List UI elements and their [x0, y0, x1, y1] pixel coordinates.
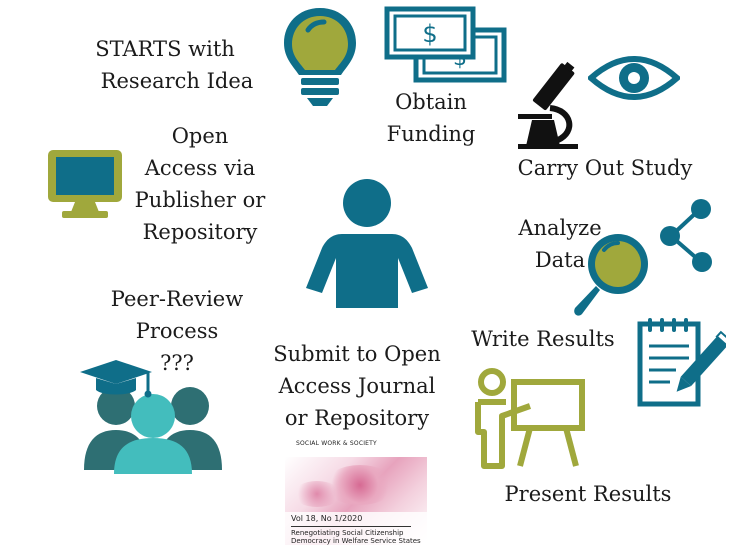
journal-title-line-1: Renegotiating Social Citizenship	[291, 529, 404, 537]
label-carry-out: Carry Out Study	[517, 156, 693, 180]
lightbulb-icon	[284, 8, 356, 106]
microscope-icon	[518, 61, 578, 149]
magnifying-glass-icon	[574, 234, 648, 316]
cover-swirl-small	[293, 481, 341, 507]
label-starts: STARTS with Research Idea	[95, 37, 254, 93]
journal-title-line-2: Democracy in Welfare Service States	[291, 537, 421, 545]
notepad-pencil-icon	[637, 318, 726, 407]
label-peer-review: Peer-Review Process ???	[110, 287, 244, 375]
label-analyze: Analyze Data	[518, 216, 602, 272]
journal-header: SOCIAL WORK & SOCIETY	[296, 440, 377, 447]
cover-rule	[291, 526, 411, 527]
label-funding: Obtain Funding	[386, 90, 476, 146]
cover-band	[285, 512, 427, 545]
journal-volume: Vol 18, No 1/2020	[291, 514, 363, 523]
person-icon	[306, 179, 428, 308]
label-write: Write Results	[471, 327, 615, 351]
eye-icon	[588, 56, 680, 100]
label-open-access: Open Access via Publisher or Repository	[134, 124, 266, 244]
presenter-board-icon	[475, 368, 585, 469]
share-nodes-icon	[660, 199, 712, 272]
label-submit: Submit to Open Access Journal or Reposit…	[273, 342, 441, 430]
svg-text:$: $	[422, 20, 437, 48]
dollar-bills-icon: $ $	[384, 6, 507, 83]
computer-monitor-icon	[48, 150, 122, 218]
graduate-group-icon	[80, 360, 222, 474]
journal-cover: Vol 18, No 1/2020 Renegotiating Social C…	[285, 457, 427, 545]
label-present: Present Results	[504, 482, 672, 506]
